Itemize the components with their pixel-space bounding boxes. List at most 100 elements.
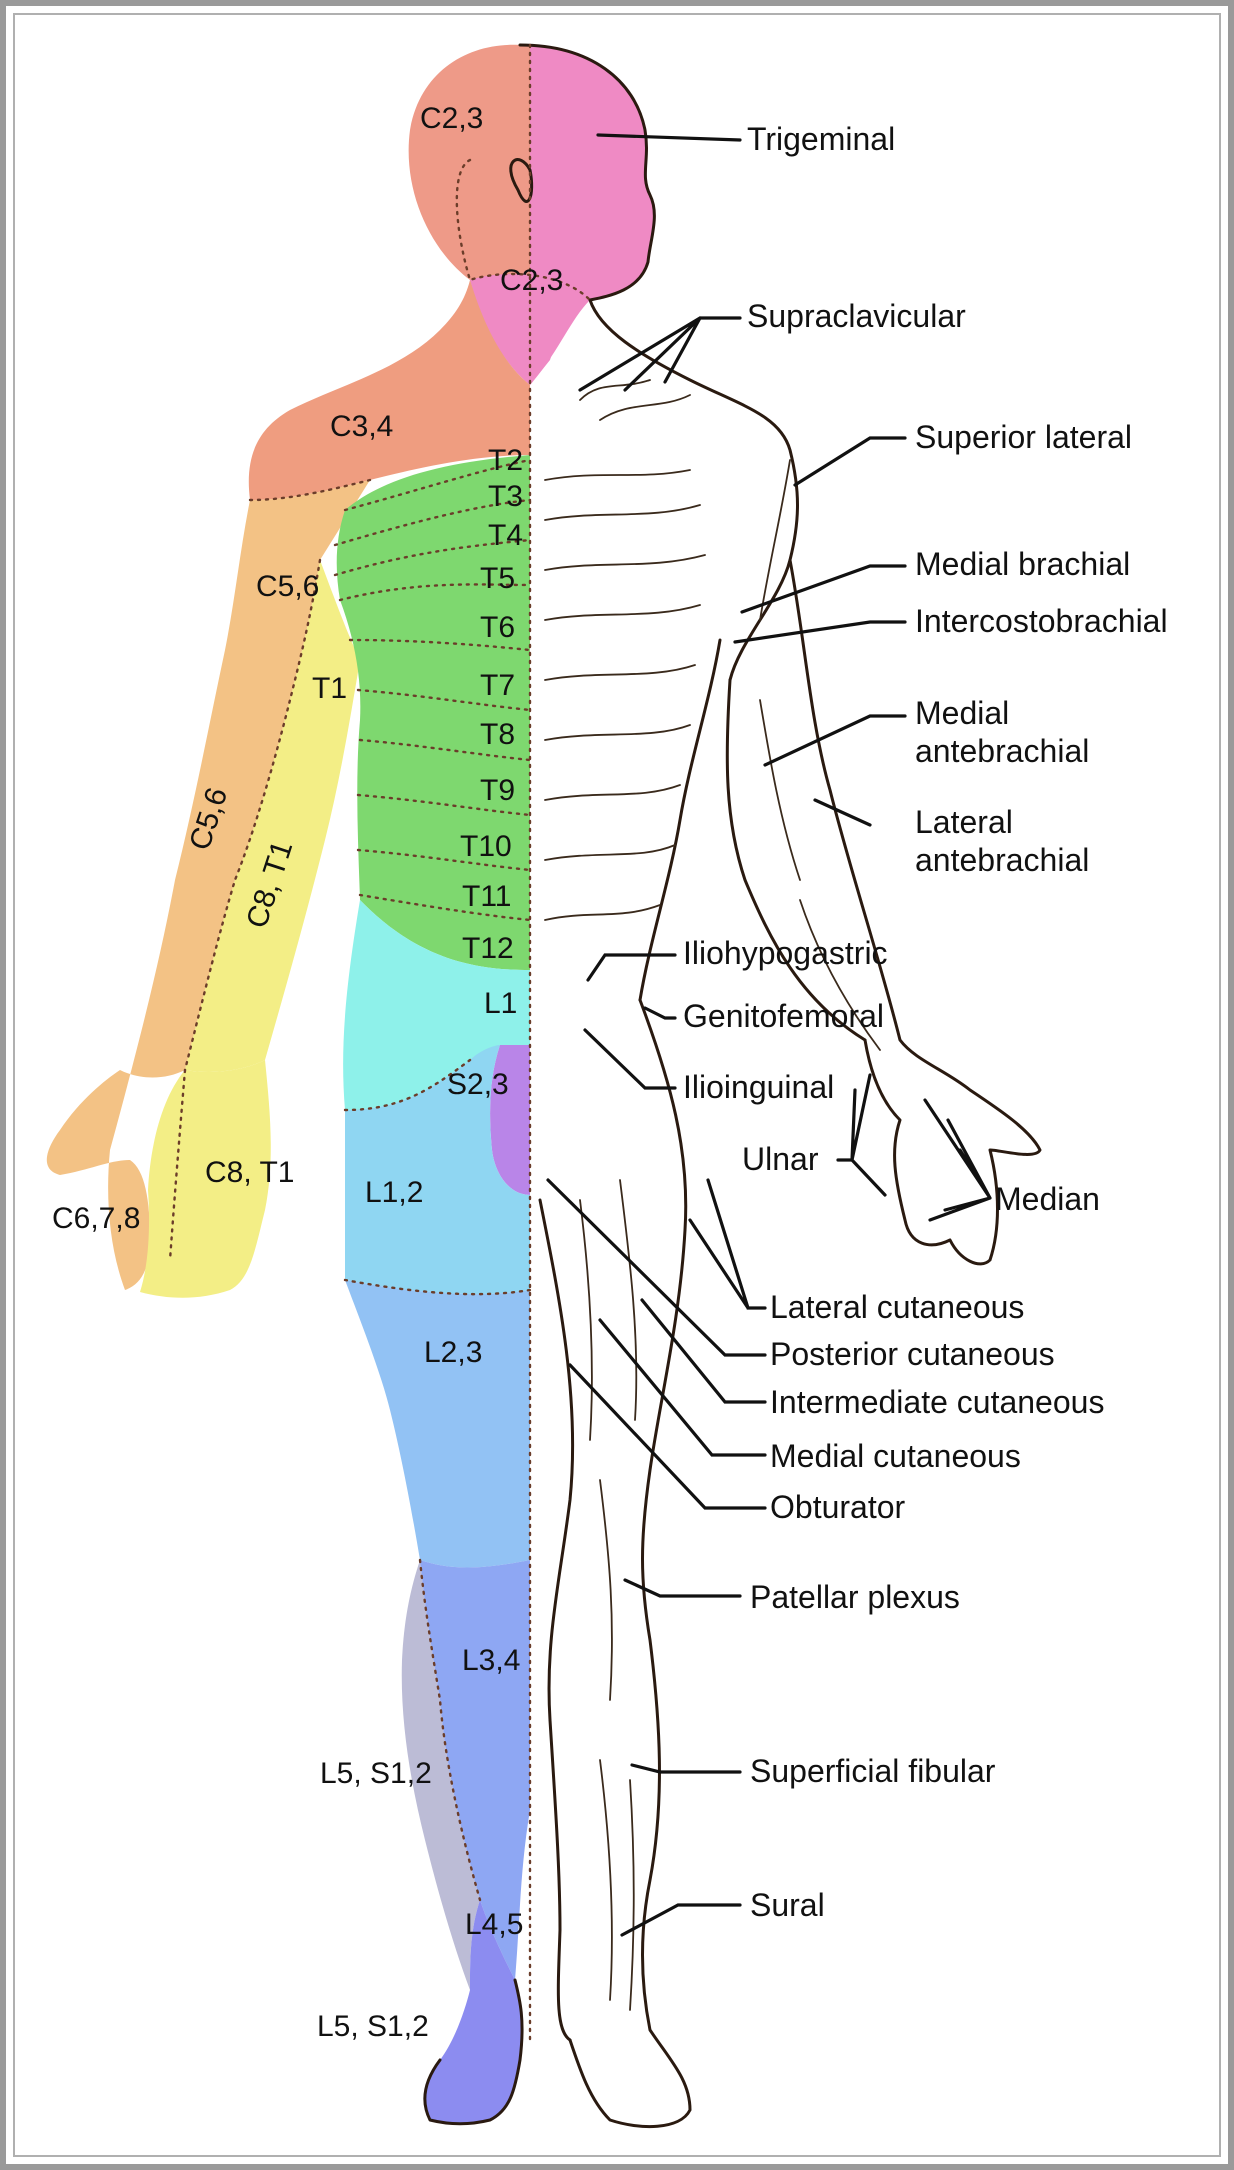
nerve-label: Medial (915, 695, 1009, 731)
dermatome-label: C2,3 (420, 102, 483, 135)
dermatome-label: T12 (462, 932, 514, 965)
leader-superficial-fibular (630, 1763, 742, 1774)
right-torso-outline (638, 638, 722, 1002)
boundary-t3 (333, 498, 532, 547)
dermatome-label: T3 (488, 480, 523, 513)
nerve-label: Genitofemoral (683, 998, 884, 1034)
leader-lateral-antebrachial (813, 798, 872, 827)
zone-c8t1 (185, 560, 360, 1072)
boundary-t10 (356, 848, 532, 872)
nerve-label: Median (995, 1181, 1100, 1217)
leader-ulnar (836, 1073, 887, 1197)
right-leg-outer (568, 998, 692, 2129)
nerve-label: antebrachial (915, 733, 1089, 769)
dermatome-label: C2,3 (500, 264, 563, 297)
dermatome-label: T9 (480, 774, 515, 807)
dermatome-boundaries (168, 43, 592, 2042)
leader-medial-brachial (740, 564, 907, 614)
nerve-label: Obturator (770, 1489, 906, 1525)
boundary-t4 (333, 538, 532, 577)
nerve-label: Intermediate cutaneous (770, 1384, 1104, 1420)
branch-5 (544, 784, 681, 861)
zone-l12 (345, 1045, 530, 1295)
dermatome-label: T5 (480, 562, 515, 595)
leader-trigeminal (596, 133, 742, 142)
dermatome-label: L5, S1,2 (317, 2010, 429, 2043)
dermatome-label: L4,5 (465, 1908, 523, 1941)
dermatome-label: T7 (480, 669, 515, 702)
zone-c56 (46, 480, 370, 1290)
zone-thoracic (336, 455, 530, 970)
boundary-t9 (356, 793, 532, 817)
dermatome-label: T11 (462, 880, 511, 913)
leader-posterior-cutaneous (546, 1178, 767, 1357)
branch-1 (579, 379, 691, 421)
dermatome-label: T8 (480, 718, 515, 751)
leader-intercostobrachial (733, 620, 907, 644)
nerve-label: Lateral cutaneous (770, 1289, 1024, 1325)
leader-lines (546, 133, 992, 1937)
boundary-t7 (356, 688, 532, 712)
leader-iliohypogastric (586, 953, 677, 982)
dermatome-label: C8, T1 (205, 1156, 295, 1189)
dermatome-label: T4 (488, 519, 523, 552)
leader-intermediate-cutaneous (640, 1298, 767, 1404)
zone-l23 (345, 1280, 530, 1568)
branch-6 (544, 904, 661, 921)
leader-ilioinguinal (583, 1028, 677, 1090)
dermatome-label: L1,2 (365, 1176, 423, 1209)
dermatome-label: S2,3 (447, 1068, 509, 1101)
nerve-label: Ulnar (742, 1141, 819, 1177)
leader-medial-antebrachial (763, 714, 907, 767)
boundary-l1 (343, 1058, 472, 1112)
leader-superior-lateral (793, 436, 907, 487)
leader-obturator (568, 1363, 767, 1510)
dermatome-label: T10 (460, 830, 512, 863)
dermatome-label: L2,3 (424, 1336, 482, 1369)
dermatome-label: L1 (484, 987, 517, 1020)
nerve-label: Patellar plexus (750, 1579, 960, 1615)
leader-supraclavicular (578, 316, 742, 392)
nerve-label: Medial cutaneous (770, 1438, 1021, 1474)
nerve-label: Posterior cutaneous (770, 1336, 1055, 1372)
branch-4 (544, 664, 696, 741)
leader-medial-cutaneous (598, 1318, 767, 1457)
nerve-label: antebrachial (915, 842, 1089, 878)
boundary-arm-1 (183, 558, 322, 1072)
leader-patellar (623, 1578, 742, 1598)
nerve-label: Lateral (915, 804, 1013, 840)
dermatome-label: C5,6 (256, 570, 319, 603)
branch-7 (759, 459, 881, 1051)
nerve-label: Intercostobrachial (915, 603, 1168, 639)
zone-c23-neck (470, 274, 590, 385)
branch-8 (579, 1179, 638, 1701)
dermatome-label: L5, S1,2 (320, 1757, 432, 1790)
boundary-t8 (358, 738, 532, 762)
dermatome-label: L3,4 (462, 1644, 520, 1677)
zone-l45 (424, 1900, 523, 2124)
boundary-t (343, 458, 532, 512)
branch-9 (599, 1759, 635, 2011)
leader-sural (620, 1903, 742, 1937)
right-leg-inner (538, 1198, 575, 2042)
dermatome-label: T1 (312, 672, 347, 705)
zone-l34 (420, 1560, 530, 1980)
nerve-label: Supraclavicular (747, 298, 966, 334)
nerve-label: Superior lateral (915, 419, 1132, 455)
boundary-t11 (358, 893, 532, 922)
boundary-t6 (348, 638, 532, 652)
boundary-l3 (418, 1558, 482, 1902)
nerve-label: Sural (750, 1887, 825, 1923)
dermatome-label: C3,4 (330, 410, 393, 443)
boundary-head (455, 158, 592, 302)
dermatome-label: C6,7,8 (52, 1202, 140, 1235)
zone-l5s12-leg (401, 1560, 480, 1990)
left-foot-outline (423, 1978, 524, 2126)
leader-lateral-cutaneous (688, 1178, 767, 1310)
branch-3 (544, 554, 706, 621)
nerve-branches (544, 379, 881, 2011)
nerve-label: Iliohypogastric (683, 935, 888, 971)
right-arm-inner (725, 678, 867, 1042)
